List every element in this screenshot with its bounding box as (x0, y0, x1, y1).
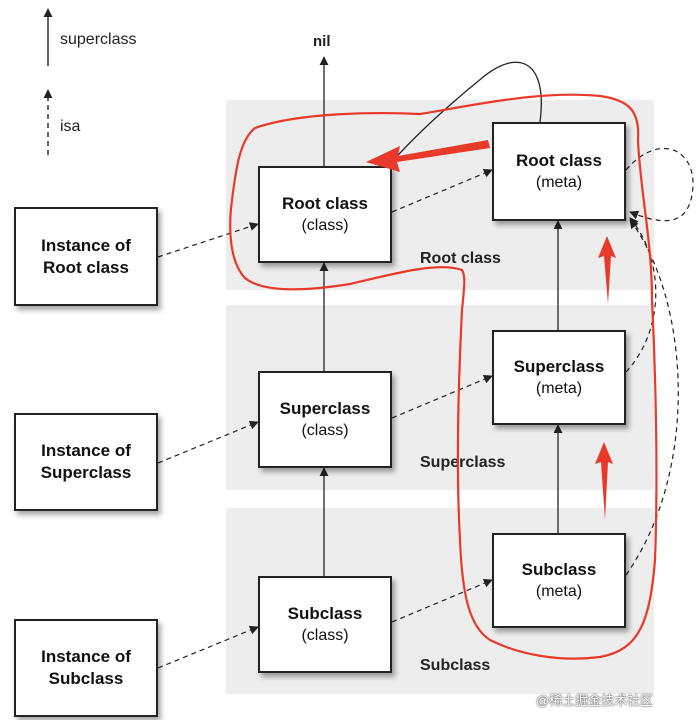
superclass-name: Superclass (279, 398, 371, 418)
instance-root-line1: Instance of (41, 235, 131, 255)
subclass-kind: (class) (301, 626, 349, 644)
root-meta-name: Root class (516, 150, 602, 170)
sub-meta-kind: (meta) (535, 582, 583, 600)
instance-of-root-class-box: Instance of Root class (14, 207, 158, 306)
subclass-band-label: Subclass (420, 657, 491, 674)
root-class-band-label: Root class (420, 250, 501, 267)
subclass-box: Subclass (class) (258, 576, 392, 673)
instance-root-line2: Root class (43, 257, 129, 277)
red-up-arrow-lower (595, 442, 613, 520)
red-outline (229, 93, 658, 660)
root-class-kind: (class) (301, 216, 349, 234)
root-class-box: Root class (class) (258, 166, 392, 263)
root-meta-kind: (meta) (535, 173, 583, 191)
red-up-arrow-upper (598, 236, 616, 304)
subclass-name: Subclass (287, 603, 363, 623)
sub-meta-name: Subclass (521, 559, 597, 579)
legend-isa-label: isa (60, 118, 81, 135)
red-arrow-to-root-class (366, 140, 490, 172)
instance-super-line1: Instance of (41, 441, 131, 460)
root-class-isa-arrow (391, 168, 493, 213)
subclass-isa-arrow (391, 578, 493, 623)
instance-sub-line1: Instance of (41, 647, 131, 666)
sub-instance-isa-arrow (157, 625, 259, 669)
subclass-meta-box: Subclass (meta) (492, 533, 626, 628)
super-instance-isa-arrow (157, 420, 259, 464)
superclass-meta-box: Superclass (meta) (492, 330, 626, 425)
instance-super-line2: Superclass (40, 463, 132, 482)
superclass-band-label: Superclass (420, 454, 506, 471)
superclass-box: Superclass (class) (258, 371, 392, 468)
instance-of-superclass-box: Instance of Superclass (14, 413, 158, 511)
root-meta-to-root-class-arrow (389, 61, 542, 165)
watermark: @稀土掘金技术社区 (536, 693, 654, 708)
superclass-isa-arrow (391, 374, 493, 419)
superclass-kind: (class) (301, 421, 349, 439)
nil-label: nil (313, 33, 331, 50)
instance-sub-line2: Subclass (48, 669, 124, 688)
instance-of-subclass-box: Instance of Subclass (14, 619, 158, 717)
root-class-name: Root class (282, 193, 368, 213)
super-meta-name: Superclass (513, 356, 605, 376)
legend-superclass-label: superclass (60, 31, 137, 48)
super-meta-kind: (meta) (535, 379, 583, 397)
super-meta-isa-arrow (625, 217, 657, 373)
root-class-meta-box: Root class (meta) (492, 122, 626, 221)
root-meta-self-isa-arrow (625, 148, 694, 222)
